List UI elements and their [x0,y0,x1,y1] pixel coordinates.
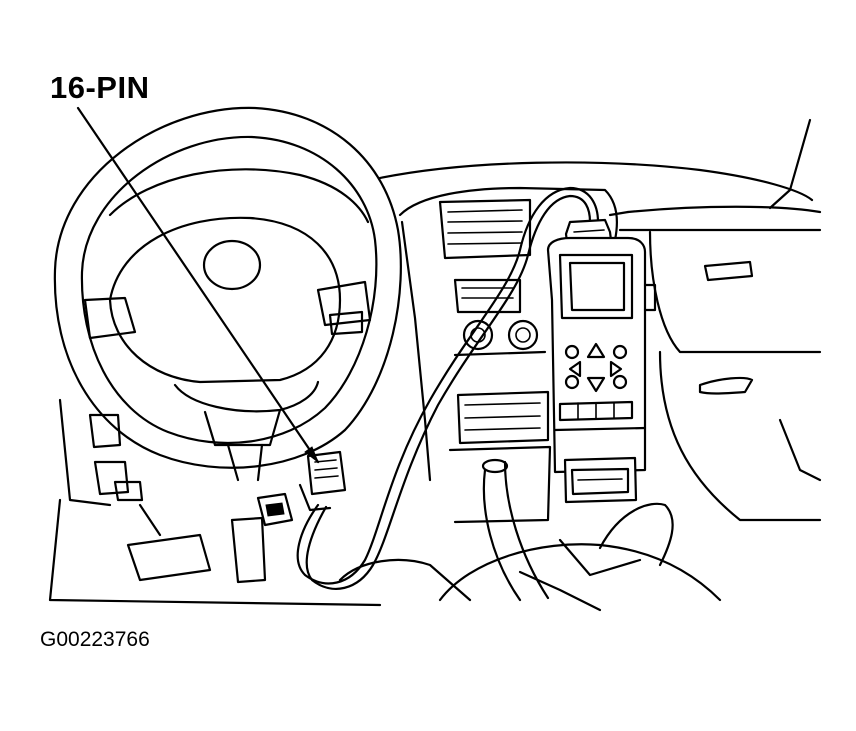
gear-shift [438,458,722,612]
lower-dash-left [48,398,472,607]
callout-leader [76,106,320,464]
handheld-tester [546,218,657,504]
dlc-connector [256,450,347,527]
dashboard-outline [378,118,822,522]
tester-cable [296,186,600,590]
connector-callout-label: 16-PIN [50,70,150,105]
steering-wheel [53,106,402,482]
figure-id: G00223766 [40,628,150,651]
